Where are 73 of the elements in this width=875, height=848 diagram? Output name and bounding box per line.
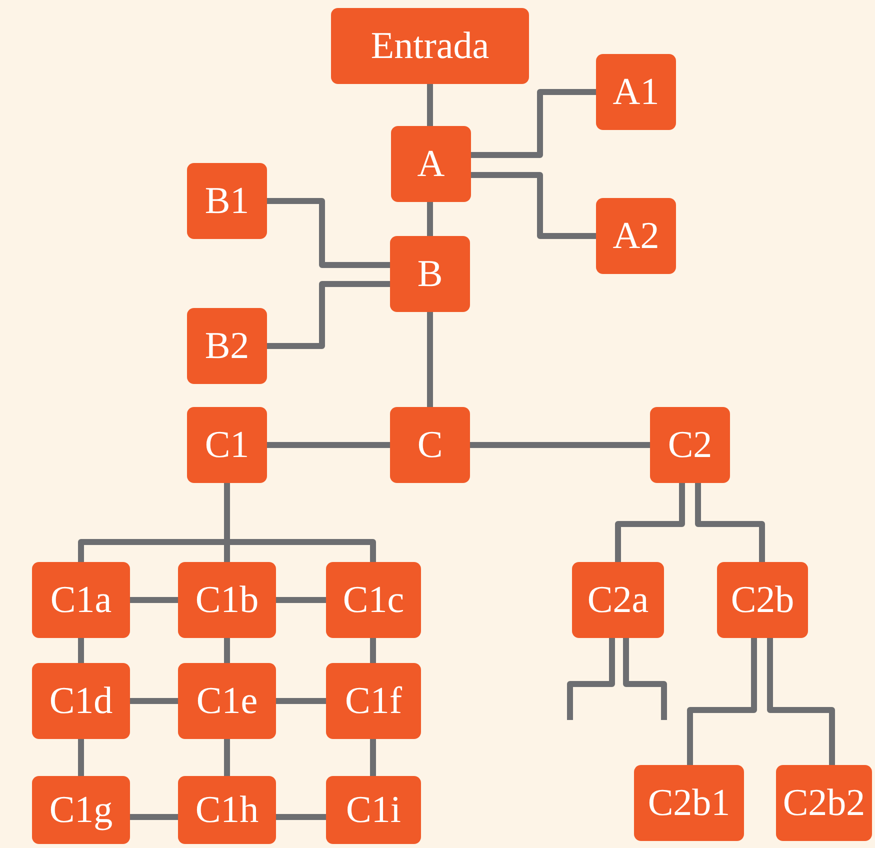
node-label: A bbox=[417, 145, 445, 183]
connector-line bbox=[471, 172, 596, 239]
node-label: Entrada bbox=[370, 27, 490, 65]
node-box bbox=[326, 776, 421, 844]
node-box bbox=[326, 562, 421, 638]
connector-line bbox=[567, 638, 615, 720]
connector-line bbox=[267, 198, 390, 268]
connector-line bbox=[471, 89, 596, 158]
node-box bbox=[178, 776, 276, 844]
node-label: A2 bbox=[612, 217, 660, 255]
node-label: B1 bbox=[204, 182, 250, 220]
connector-line bbox=[130, 814, 178, 820]
node-box bbox=[717, 562, 808, 638]
node-box bbox=[596, 198, 676, 274]
node-label: C2a bbox=[587, 581, 649, 619]
node-box bbox=[187, 163, 267, 239]
node-box bbox=[776, 765, 872, 841]
node-box bbox=[187, 407, 267, 483]
connector-line bbox=[224, 638, 230, 663]
connector-line bbox=[276, 597, 326, 603]
connector-line bbox=[687, 638, 757, 765]
connector-line bbox=[276, 814, 326, 820]
connector-line bbox=[470, 442, 650, 448]
node-box bbox=[390, 236, 470, 312]
node-label: C2 bbox=[668, 426, 712, 464]
connector-line bbox=[767, 638, 835, 765]
node-label: C1h bbox=[195, 791, 259, 829]
node-label: C1b bbox=[195, 581, 259, 619]
node-label: C1 bbox=[204, 426, 250, 464]
node-box bbox=[572, 562, 664, 638]
node-label: A1 bbox=[612, 73, 660, 111]
connector-line bbox=[78, 638, 84, 663]
connector-line bbox=[615, 483, 685, 562]
node-box bbox=[32, 562, 130, 638]
connector-line bbox=[267, 281, 390, 349]
node-box bbox=[634, 765, 744, 841]
node-box bbox=[32, 663, 130, 739]
node-label: C1g bbox=[49, 791, 113, 829]
node-label: C1i bbox=[346, 791, 401, 829]
connector-line bbox=[276, 698, 326, 704]
node-box bbox=[178, 663, 276, 739]
connector-line bbox=[130, 597, 178, 603]
node-label: C1c bbox=[342, 581, 404, 619]
connector-line bbox=[370, 638, 376, 663]
node-label: C2b bbox=[730, 581, 794, 619]
node-label: C bbox=[417, 426, 443, 464]
node-label: B2 bbox=[204, 327, 250, 365]
node-box bbox=[391, 126, 471, 202]
node-label: C2b1 bbox=[648, 784, 730, 822]
node-box bbox=[596, 54, 676, 130]
connector-line bbox=[427, 312, 433, 407]
node-label: B bbox=[417, 255, 443, 293]
connector-line bbox=[623, 638, 667, 720]
node-box bbox=[178, 562, 276, 638]
connector-line bbox=[267, 442, 390, 448]
connector-line bbox=[78, 739, 84, 776]
connector-line bbox=[427, 84, 433, 126]
node-box bbox=[331, 8, 529, 84]
connector-line bbox=[695, 483, 765, 562]
node-box bbox=[32, 776, 130, 844]
node-box bbox=[650, 407, 730, 483]
node-label: C1f bbox=[345, 682, 402, 720]
node-label: C1e bbox=[196, 682, 258, 720]
node-label: C2b2 bbox=[782, 784, 866, 822]
node-label: C1a bbox=[50, 581, 112, 619]
node-box bbox=[187, 308, 267, 384]
connector-line bbox=[224, 739, 230, 776]
connector-line bbox=[427, 202, 433, 236]
connector-line bbox=[130, 698, 178, 704]
node-label: C1d bbox=[49, 682, 113, 720]
node-box bbox=[326, 663, 421, 739]
connector-line bbox=[370, 739, 376, 776]
node-box bbox=[390, 407, 470, 483]
